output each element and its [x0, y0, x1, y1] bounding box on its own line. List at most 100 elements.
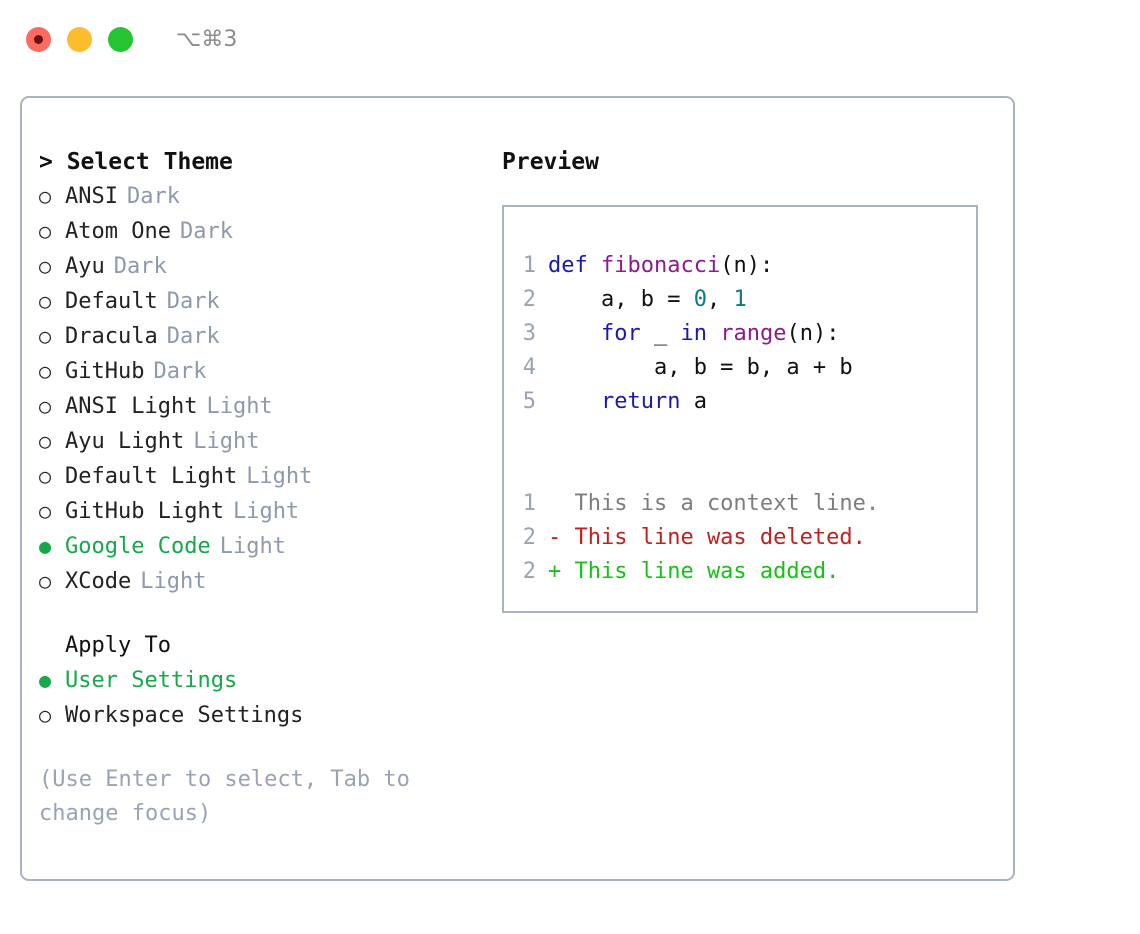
line-number: 1 [522, 491, 536, 516]
theme-option-label: Ayu Light [65, 429, 185, 454]
preview-title: Preview [502, 149, 599, 175]
theme-option-ansi[interactable]: ○ ANSI Dark [39, 179, 494, 214]
theme-option-variant: Dark [126, 184, 180, 209]
theme-option-label: Google Code [65, 534, 211, 559]
theme-option-variant: Light [232, 499, 300, 524]
theme-option-variant: Dark [113, 254, 167, 279]
apply-to-option-label: User Settings [65, 668, 238, 693]
theme-option-xcode[interactable]: ○ XCode Light [39, 564, 494, 599]
code-token: , [706, 287, 734, 312]
apply-to-option-label: Workspace Settings [65, 703, 304, 728]
diff-line-text: + This line was added. [548, 559, 840, 584]
theme-option-variant: Light [246, 464, 313, 489]
radio-unselected-icon: ○ [39, 254, 52, 278]
keyboard-shortcut-label: ⌥⌘3 [176, 26, 238, 52]
code-token [548, 389, 601, 414]
line-number: 2 [522, 525, 536, 550]
code-line-text: return a [548, 385, 707, 419]
code-token: for [600, 321, 641, 346]
code-token: 1 [733, 287, 747, 312]
line-number: 2 [522, 287, 536, 312]
radio-unselected-icon: ○ [39, 464, 52, 488]
code-spacer [504, 419, 976, 453]
theme-option-label: Ayu [65, 254, 105, 279]
recording-indicator-icon [34, 34, 43, 44]
theme-option-ansi-light[interactable]: ○ ANSI Light Light [39, 389, 494, 424]
theme-option-variant: Dark [179, 219, 233, 244]
radio-unselected-icon: ○ [39, 184, 52, 208]
apply-to-label: Apply To [65, 633, 171, 658]
theme-option-ayu[interactable]: ○ Ayu Dark [39, 249, 494, 284]
code-line-text: for _ in range(n): [548, 317, 839, 351]
line-number: 4 [522, 355, 536, 380]
line-number: 5 [522, 389, 536, 414]
diff-line-text: - This line was deleted. [548, 525, 866, 550]
theme-option-dracula[interactable]: ○ Dracula Dark [39, 319, 494, 354]
apply-to-list: ● User Settings ○ Workspace Settings [39, 663, 494, 733]
maximize-button[interactable] [108, 26, 133, 52]
theme-option-variant: Dark [166, 324, 220, 349]
radio-selected-icon: ● [39, 534, 52, 558]
theme-option-label: Dracula [65, 324, 158, 349]
code-token: range [720, 321, 787, 346]
theme-option-label: ANSI Light [65, 394, 198, 419]
radio-unselected-icon: ○ [39, 703, 52, 727]
theme-option-default[interactable]: ○ Default Dark [39, 284, 494, 319]
title-bar: ⌥⌘3 [0, 0, 1140, 78]
line-number: 2 [522, 559, 536, 584]
code-token: return [600, 389, 681, 414]
code-line-text: a, b = b, a + b [548, 351, 853, 385]
minimize-button[interactable] [67, 26, 92, 52]
theme-option-label: Default Light [65, 464, 238, 489]
code-line-text: def fibonacci(n): [548, 249, 773, 283]
diff-line: 1 This is a context line. [504, 487, 976, 521]
apply-to-option-workspace-settings[interactable]: ○ Workspace Settings [39, 698, 494, 733]
code-token: _ [640, 321, 681, 346]
theme-option-github[interactable]: ○ GitHub Dark [39, 354, 494, 389]
theme-option-google-code[interactable]: ● Google Code Light [39, 529, 494, 564]
radio-unselected-icon: ○ [39, 359, 52, 383]
code-line: 4 a, b = b, a + b [504, 351, 976, 385]
theme-option-label: GitHub [65, 359, 145, 384]
theme-option-label: ANSI [65, 184, 118, 209]
apply-to-option-user-settings[interactable]: ● User Settings [39, 663, 494, 698]
theme-option-variant: Dark [166, 289, 220, 314]
radio-unselected-icon: ○ [39, 394, 52, 418]
close-button[interactable] [26, 26, 51, 52]
code-spacer [504, 453, 976, 487]
radio-unselected-icon: ○ [39, 569, 52, 593]
code-line-text: a, b = 0, 1 [548, 283, 747, 317]
theme-option-label: Atom One [65, 219, 171, 244]
theme-option-label: XCode [65, 569, 132, 594]
theme-option-variant: Light [219, 534, 286, 559]
theme-option-variant: Dark [153, 359, 207, 384]
code-token: a, b = [548, 287, 694, 312]
theme-option-variant: Light [140, 569, 207, 594]
theme-option-label: Default [65, 289, 158, 314]
diff-line-text: This is a context line. [548, 491, 880, 516]
code-token: def [548, 253, 588, 278]
radio-unselected-icon: ○ [39, 429, 52, 453]
code-line: 5 return a [504, 385, 976, 419]
radio-unselected-icon: ○ [39, 289, 52, 313]
keyboard-hint-text: (Use Enter to select, Tab to change focu… [39, 767, 424, 826]
code-token: fibonacci [601, 253, 721, 278]
code-token: a, b = b, a + b [548, 355, 853, 380]
code-token: a [680, 389, 707, 414]
theme-option-default-light[interactable]: ○ Default Light Light [39, 459, 494, 494]
radio-unselected-icon: ○ [39, 499, 52, 523]
radio-unselected-icon: ○ [39, 324, 52, 348]
radio-selected-icon: ● [39, 668, 52, 692]
theme-option-variant: Light [206, 394, 273, 419]
